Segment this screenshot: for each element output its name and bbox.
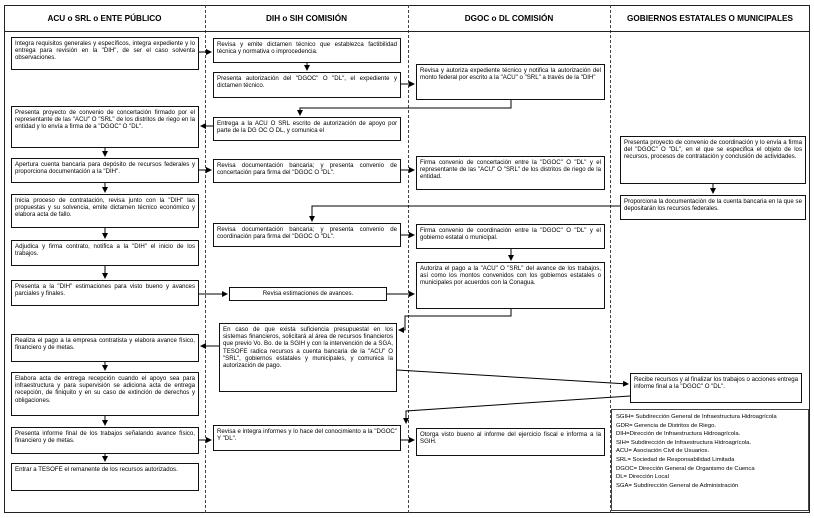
legend-entry: SGIH= Subdirección General de Infraestru… xyxy=(616,414,777,420)
step-entrar-tesofe: Entrar a TESOFE el remanente de los recu… xyxy=(11,463,199,491)
legend-entry: DGOC= Dirección General de Organismo de … xyxy=(616,465,755,472)
legend-entry: SIH= Subdirección de Infraestructura Hid… xyxy=(616,439,752,446)
step-visto-bueno-informe: Otorga visto bueno al informe del ejerci… xyxy=(416,428,605,456)
header-rule xyxy=(4,31,810,32)
step-adjudica-contrato: Adjudica y firma contrato, notifica a la… xyxy=(11,240,199,266)
lane-header-gobiernos: GOBIERNOS ESTATALES O MUNICIPALES xyxy=(627,14,793,23)
step-recibe-recursos: Recibe recursos y al finalizar los traba… xyxy=(630,373,802,403)
step-realiza-pago: Realiza el pago a la empresa contratista… xyxy=(11,334,199,362)
step-presenta-autorizacion: Presenta autorización del "DGOC" O "DL",… xyxy=(213,72,401,98)
step-revisa-doc-concertacion: Revisa documentación bancaria; y present… xyxy=(213,159,401,183)
lane-header-dgoc: DGOC o DL COMISIÓN xyxy=(464,14,554,23)
step-emite-dictamen: Revisa y emite dictamen técnico que esta… xyxy=(213,38,401,63)
step-entrega-escrito: Entrega a la ACU O SRL escrito de autori… xyxy=(213,117,401,141)
step-proyecto-convenio-coordinacion: Presenta proyecto de convenio de coordin… xyxy=(620,136,806,184)
legend-entry: ACU= Asociación Civil de Usuarios. xyxy=(616,448,710,455)
legend-entry: SGA= Subdirección General de Administrac… xyxy=(616,482,739,489)
legend-entry: GDR= Gerencia de Distritos de Riego. xyxy=(616,422,717,429)
step-firma-convenio-coordinacion: Firma convenio de coordinación entre la … xyxy=(416,224,605,249)
step-revisa-estimaciones: Revisa estimaciones de avances. xyxy=(229,287,387,301)
step-proporciona-cuenta: Proporciona la documentación de la cuent… xyxy=(620,195,806,220)
legend-entry: SRL= Sociedad de Responsabilidad Limitad… xyxy=(616,456,735,463)
step-autoriza-expediente: Revisa y autoriza expediente técnico y n… xyxy=(416,64,605,100)
legend-entry: DL= Dirección Local xyxy=(616,474,669,481)
step-firma-convenio-concertacion: Firma convenio de concertación entre la … xyxy=(416,156,605,190)
abbreviations-legend: SGIH= Subdirección General de Infraestru… xyxy=(611,409,809,511)
step-revisa-doc-coordinacion: Revisa documentación bancaria; y present… xyxy=(213,223,401,247)
lane-header-dih: DIH o SIH COMISIÓN xyxy=(266,14,347,23)
legend-entry: DIH=Dirección de Infraestructura Hidroag… xyxy=(616,431,741,438)
step-suficiencia-presupuestal: En caso de que exista suficiencia presup… xyxy=(219,323,397,392)
step-integra-requisitos: Integra requisitos generales y específic… xyxy=(11,37,199,70)
step-apertura-cuenta: Apertura cuenta bancaria para depósito d… xyxy=(11,158,199,183)
step-informe-final: Presenta informe final de los trabajos s… xyxy=(11,427,199,454)
step-proyecto-convenio-concertacion: Presenta proyecto de convenio de concert… xyxy=(11,106,199,148)
diagram-frame xyxy=(4,5,810,513)
lane-divider xyxy=(205,5,206,513)
step-acta-entrega: Elabora acta de entrega recepción cuando… xyxy=(11,372,199,416)
step-presenta-estimaciones: Presenta a la "DIH" estimaciones para vi… xyxy=(11,280,199,306)
step-autoriza-pago: Autoriza el pago a la "ACU" O "SRL" del … xyxy=(416,262,605,309)
lane-divider xyxy=(408,5,409,513)
lane-header-acu: ACU o SRL o ENTE PÚBLICO xyxy=(47,14,162,23)
step-proceso-contratacion: Inicia proceso de contratación, revisa j… xyxy=(11,194,199,228)
lane-divider xyxy=(610,5,611,513)
step-revisa-integra-informes: Revisa e integra informes y lo hace del … xyxy=(213,425,401,451)
